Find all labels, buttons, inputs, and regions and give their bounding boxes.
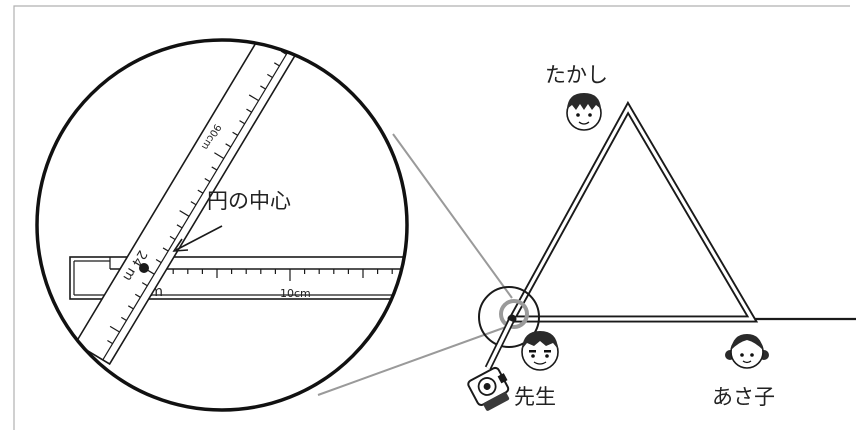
ruler-tick xyxy=(260,85,266,90)
ruler-tick xyxy=(302,17,307,20)
triangle-rope xyxy=(506,100,759,323)
ruler-tick xyxy=(176,224,183,229)
sensei-label: 先生 xyxy=(514,385,556,409)
ruler-tick xyxy=(267,73,273,78)
ruler-tick xyxy=(232,131,239,136)
ruler-tick xyxy=(273,62,280,67)
ruler-tick xyxy=(179,210,190,217)
ruler-tick xyxy=(295,28,300,31)
ruler-tick xyxy=(239,120,245,125)
ruler-tick xyxy=(134,293,141,298)
ruler-tick xyxy=(127,305,134,310)
zoom-target-circle-outer xyxy=(478,286,540,348)
girl-face-icon xyxy=(725,334,769,369)
magnified-view: 0 m 10cm 24 m 90cm 円の中心 xyxy=(35,17,409,412)
boy-face-icon xyxy=(566,93,602,131)
ruler-tick xyxy=(121,316,127,321)
measuring-tape-reel-icon xyxy=(467,366,510,411)
ruler-tick xyxy=(246,108,252,113)
circle-center-label: 円の中心 xyxy=(207,189,291,213)
ruler-10cm-label: 10cm xyxy=(280,287,311,300)
teacher-face-icon xyxy=(521,331,559,371)
ruler-tick xyxy=(283,40,294,44)
circle-center-dot xyxy=(139,263,149,273)
ruler-tick xyxy=(211,166,218,171)
zoom-target-circle-inner xyxy=(499,299,529,329)
ruler-tick xyxy=(141,282,148,287)
ruler-tick xyxy=(155,259,162,264)
takashi-label: たかし xyxy=(545,63,608,87)
ruler-tick xyxy=(109,325,120,333)
ruler-tick xyxy=(197,189,204,194)
slanted-ruler: 24 m 90cm xyxy=(74,17,343,366)
ruler-tick xyxy=(214,152,225,159)
center-arrow xyxy=(172,225,223,252)
zoom-line-top xyxy=(392,133,513,299)
measuring-tape xyxy=(484,319,515,370)
ruler-tick xyxy=(107,340,113,345)
ruler-tick xyxy=(225,143,232,148)
asako-label: あさ子 xyxy=(712,385,775,409)
ruler-tick xyxy=(204,178,211,183)
zoom-line-bottom xyxy=(317,326,507,396)
ruler-tick xyxy=(162,247,169,252)
ruler-tick xyxy=(248,94,259,102)
ruler-tick xyxy=(190,201,197,206)
ruler-tick xyxy=(169,235,176,240)
frame-border xyxy=(13,5,850,430)
